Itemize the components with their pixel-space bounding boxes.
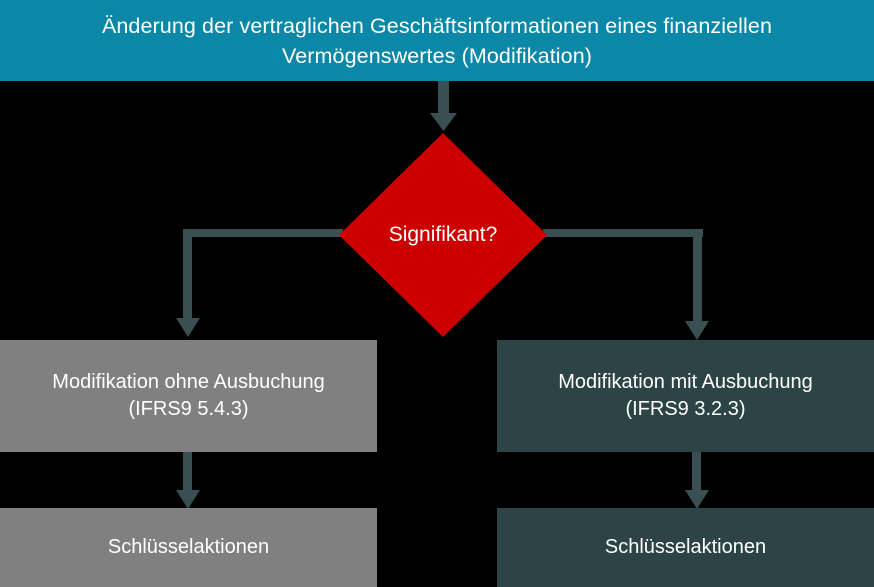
- arrow-left-box-to-left-actions: [176, 452, 200, 509]
- process-box-modification-without-derecognition[interactable]: Modifikation ohne Ausbuchung (IFRS9 5.4.…: [0, 340, 377, 452]
- diamond-icon: [339, 133, 547, 337]
- arrow-right-box-to-right-actions: [685, 452, 709, 509]
- process-box-label: Schlüsselaktionen: [107, 536, 270, 558]
- process-box-key-actions-left[interactable]: Schlüsselaktionen: [0, 508, 377, 587]
- process-box-key-actions-right[interactable]: Schlüsselaktionen: [497, 508, 874, 587]
- process-box-label: Schlüsselaktionen: [604, 536, 767, 558]
- process-box-modification-with-derecognition[interactable]: Modifikation mit Ausbuchung (IFRS9 3.2.3…: [497, 340, 874, 452]
- decision-node[interactable]: Signifikant?: [339, 133, 547, 337]
- arrow-decision-to-right-box: [543, 229, 709, 340]
- arrow-decision-to-left-box: [176, 229, 343, 337]
- page-title: Änderung der vertraglichen Geschäftsinfo…: [101, 13, 773, 68]
- process-box-label: Modifikation mit Ausbuchung (IFRS9 3.2.3…: [558, 371, 813, 420]
- header-banner: Änderung der vertraglichen Geschäftsinfo…: [0, 0, 874, 81]
- arrow-header-to-decision: [430, 81, 457, 131]
- process-box-label: Modifikation ohne Ausbuchung (IFRS9 5.4.…: [52, 371, 325, 420]
